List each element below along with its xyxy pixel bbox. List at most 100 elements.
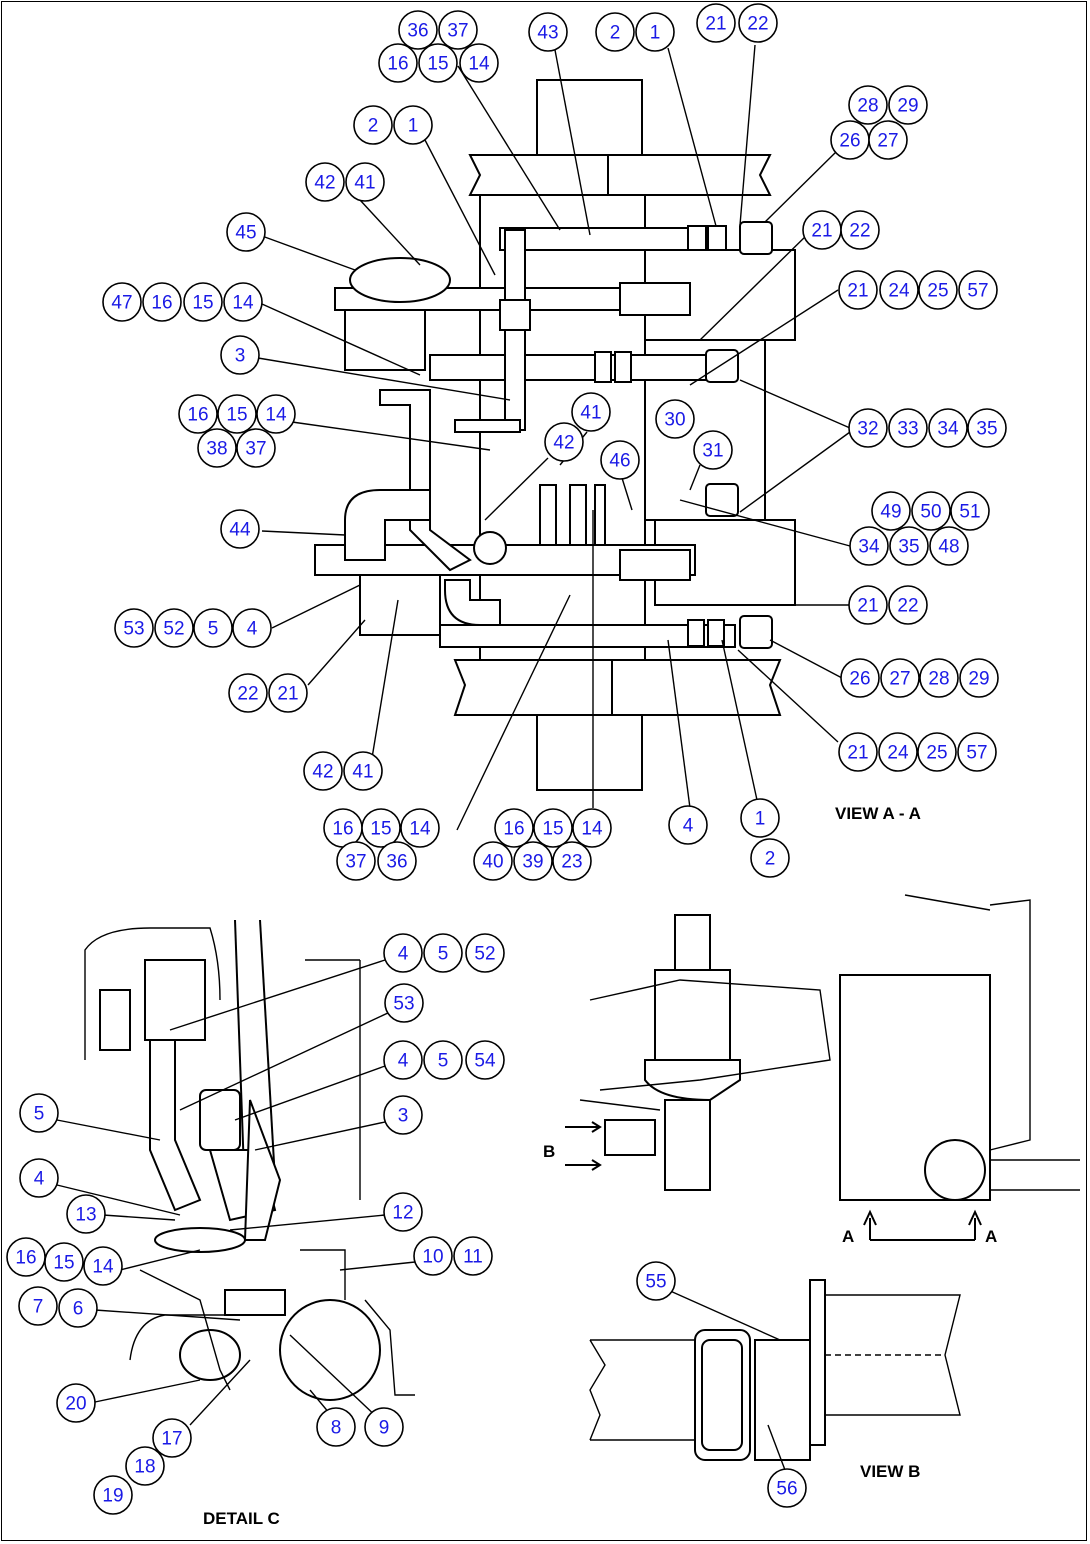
callout-37[interactable]: 37 bbox=[438, 10, 478, 50]
callout-40[interactable]: 40 bbox=[473, 841, 513, 881]
callout-15[interactable]: 15 bbox=[183, 282, 223, 322]
callout-21[interactable]: 21 bbox=[802, 210, 842, 250]
callout-22[interactable]: 22 bbox=[738, 3, 778, 43]
callout-41[interactable]: 41 bbox=[571, 392, 611, 432]
callout-14[interactable]: 14 bbox=[459, 43, 499, 83]
callout-3[interactable]: 3 bbox=[220, 335, 260, 375]
callout-15[interactable]: 15 bbox=[418, 43, 458, 83]
callout-9[interactable]: 9 bbox=[364, 1407, 404, 1447]
callout-22[interactable]: 22 bbox=[888, 585, 928, 625]
callout-46[interactable]: 46 bbox=[600, 440, 640, 480]
callout-27[interactable]: 27 bbox=[868, 120, 908, 160]
callout-21[interactable]: 21 bbox=[268, 673, 308, 713]
callout-12[interactable]: 12 bbox=[383, 1192, 423, 1232]
callout-35[interactable]: 35 bbox=[967, 408, 1007, 448]
callout-34[interactable]: 34 bbox=[928, 408, 968, 448]
callout-15[interactable]: 15 bbox=[44, 1242, 84, 1282]
callout-24[interactable]: 24 bbox=[879, 270, 919, 310]
callout-25[interactable]: 25 bbox=[918, 270, 958, 310]
callout-10[interactable]: 10 bbox=[413, 1236, 453, 1276]
callout-14[interactable]: 14 bbox=[400, 808, 440, 848]
callout-53[interactable]: 53 bbox=[384, 983, 424, 1023]
callout-2[interactable]: 2 bbox=[353, 105, 393, 145]
callout-24[interactable]: 24 bbox=[878, 732, 918, 772]
callout-36[interactable]: 36 bbox=[377, 841, 417, 881]
callout-27[interactable]: 27 bbox=[880, 658, 920, 698]
callout-4[interactable]: 4 bbox=[19, 1158, 59, 1198]
callout-18[interactable]: 18 bbox=[125, 1446, 165, 1486]
callout-16[interactable]: 16 bbox=[378, 43, 418, 83]
callout-16[interactable]: 16 bbox=[494, 808, 534, 848]
callout-17[interactable]: 17 bbox=[152, 1418, 192, 1458]
callout-39[interactable]: 39 bbox=[513, 841, 553, 881]
callout-28[interactable]: 28 bbox=[919, 658, 959, 698]
callout-34[interactable]: 34 bbox=[849, 526, 889, 566]
callout-38[interactable]: 38 bbox=[197, 428, 237, 468]
callout-3[interactable]: 3 bbox=[383, 1095, 423, 1135]
callout-52[interactable]: 52 bbox=[465, 933, 505, 973]
callout-4[interactable]: 4 bbox=[383, 1040, 423, 1080]
callout-47[interactable]: 47 bbox=[102, 282, 142, 322]
callout-14[interactable]: 14 bbox=[223, 282, 263, 322]
callout-5[interactable]: 5 bbox=[19, 1093, 59, 1133]
callout-25[interactable]: 25 bbox=[917, 732, 957, 772]
callout-26[interactable]: 26 bbox=[830, 120, 870, 160]
callout-19[interactable]: 19 bbox=[93, 1475, 133, 1515]
callout-5[interactable]: 5 bbox=[423, 1040, 463, 1080]
callout-57[interactable]: 57 bbox=[957, 732, 997, 772]
callout-11[interactable]: 11 bbox=[453, 1236, 493, 1276]
callout-37[interactable]: 37 bbox=[236, 428, 276, 468]
callout-14[interactable]: 14 bbox=[83, 1246, 123, 1286]
callout-49[interactable]: 49 bbox=[871, 491, 911, 531]
callout-5[interactable]: 5 bbox=[193, 608, 233, 648]
callout-7[interactable]: 7 bbox=[18, 1286, 58, 1326]
callout-14[interactable]: 14 bbox=[256, 394, 296, 434]
callout-2[interactable]: 2 bbox=[750, 838, 790, 878]
callout-1[interactable]: 1 bbox=[740, 798, 780, 838]
callout-50[interactable]: 50 bbox=[911, 491, 951, 531]
callout-52[interactable]: 52 bbox=[154, 608, 194, 648]
callout-5[interactable]: 5 bbox=[423, 933, 463, 973]
callout-37[interactable]: 37 bbox=[336, 841, 376, 881]
callout-8[interactable]: 8 bbox=[316, 1407, 356, 1447]
callout-33[interactable]: 33 bbox=[888, 408, 928, 448]
callout-41[interactable]: 41 bbox=[343, 751, 383, 791]
callout-55[interactable]: 55 bbox=[636, 1261, 676, 1301]
callout-42[interactable]: 42 bbox=[303, 751, 343, 791]
callout-13[interactable]: 13 bbox=[66, 1194, 106, 1234]
callout-15[interactable]: 15 bbox=[361, 808, 401, 848]
callout-4[interactable]: 4 bbox=[232, 608, 272, 648]
callout-31[interactable]: 31 bbox=[693, 430, 733, 470]
callout-42[interactable]: 42 bbox=[544, 422, 584, 462]
callout-6[interactable]: 6 bbox=[58, 1288, 98, 1328]
callout-53[interactable]: 53 bbox=[114, 608, 154, 648]
callout-44[interactable]: 44 bbox=[220, 509, 260, 549]
callout-42[interactable]: 42 bbox=[305, 162, 345, 202]
callout-30[interactable]: 30 bbox=[655, 399, 695, 439]
callout-2[interactable]: 2 bbox=[595, 12, 635, 52]
callout-23[interactable]: 23 bbox=[552, 841, 592, 881]
callout-4[interactable]: 4 bbox=[383, 933, 423, 973]
callout-56[interactable]: 56 bbox=[767, 1468, 807, 1508]
callout-48[interactable]: 48 bbox=[929, 526, 969, 566]
callout-29[interactable]: 29 bbox=[959, 658, 999, 698]
callout-54[interactable]: 54 bbox=[465, 1040, 505, 1080]
callout-26[interactable]: 26 bbox=[840, 658, 880, 698]
callout-29[interactable]: 29 bbox=[888, 85, 928, 125]
callout-4[interactable]: 4 bbox=[668, 805, 708, 845]
callout-16[interactable]: 16 bbox=[142, 282, 182, 322]
callout-28[interactable]: 28 bbox=[848, 85, 888, 125]
callout-14[interactable]: 14 bbox=[572, 808, 612, 848]
callout-35[interactable]: 35 bbox=[889, 526, 929, 566]
callout-16[interactable]: 16 bbox=[178, 394, 218, 434]
callout-20[interactable]: 20 bbox=[56, 1383, 96, 1423]
callout-21[interactable]: 21 bbox=[838, 270, 878, 310]
callout-15[interactable]: 15 bbox=[533, 808, 573, 848]
callout-15[interactable]: 15 bbox=[217, 394, 257, 434]
callout-1[interactable]: 1 bbox=[635, 12, 675, 52]
callout-43[interactable]: 43 bbox=[528, 12, 568, 52]
callout-1[interactable]: 1 bbox=[393, 105, 433, 145]
callout-45[interactable]: 45 bbox=[226, 212, 266, 252]
callout-51[interactable]: 51 bbox=[950, 491, 990, 531]
callout-22[interactable]: 22 bbox=[228, 673, 268, 713]
